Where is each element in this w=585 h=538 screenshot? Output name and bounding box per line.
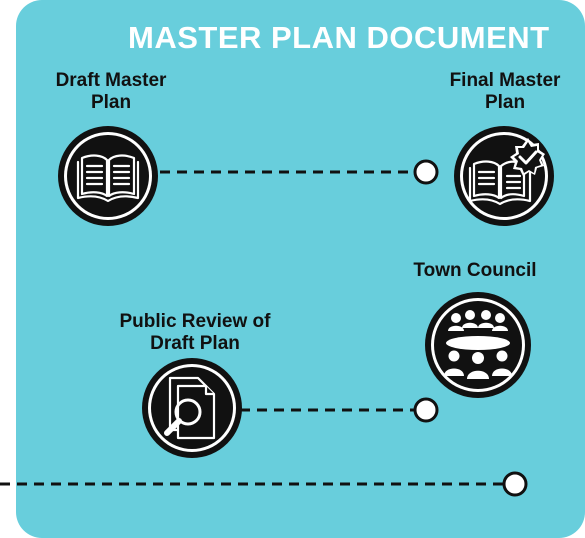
book-checkmark-icon: [454, 126, 554, 226]
step-label-final-line2: Plan: [484, 92, 526, 113]
people-group-icon: [425, 292, 531, 398]
connector-node-council: [413, 397, 439, 423]
step-label-final: Final Master Plan: [430, 70, 580, 114]
step-label-council-line1: Town Council: [413, 260, 537, 281]
connector-node-next: [502, 471, 528, 497]
step-label-review-line2: Draft Plan: [150, 333, 240, 354]
diagram-title: MASTER PLAN DOCUMENT: [128, 20, 550, 55]
step-label-draft-line2: Plan: [90, 92, 132, 113]
document-magnifier-icon: [142, 358, 242, 458]
step-label-final-line1: Final Master: [449, 70, 561, 91]
connector-node-final: [413, 159, 439, 185]
step-label-draft: Draft Master Plan: [36, 70, 186, 114]
step-label-draft-line1: Draft Master: [55, 70, 167, 91]
step-label-review: Public Review of Draft Plan: [100, 311, 290, 355]
open-book-icon: [58, 126, 158, 226]
background-panel: [16, 0, 585, 538]
checkmark-badge-icon: [510, 138, 545, 176]
step-label-council: Town Council: [400, 260, 550, 282]
step-label-review-line1: Public Review of: [119, 311, 271, 332]
